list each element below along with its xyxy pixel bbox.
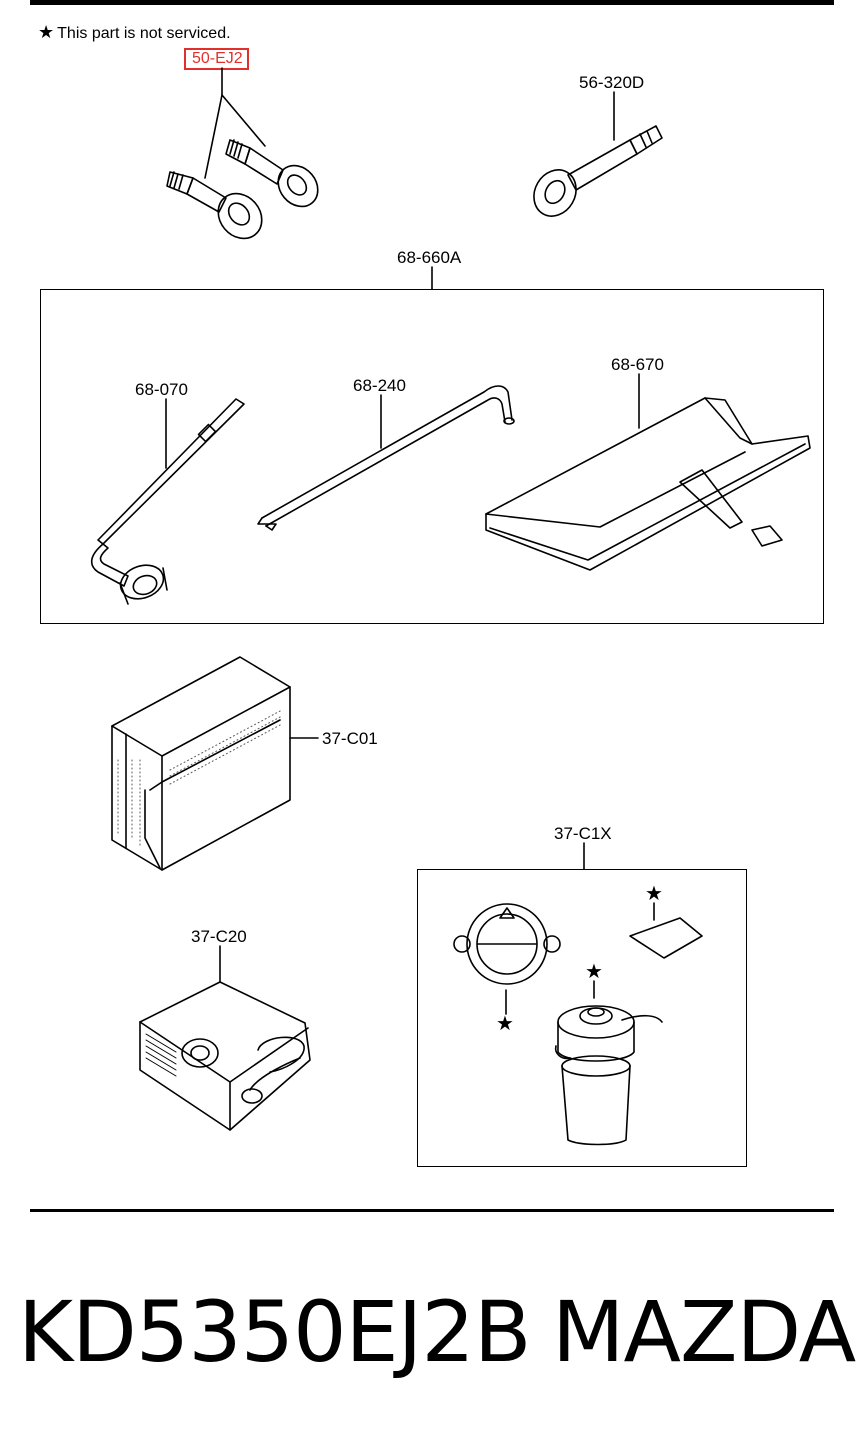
- repair-kit-box-icon[interactable]: [111, 656, 291, 871]
- part-number-title: KD5350EJ2B: [18, 1283, 531, 1381]
- lug-wrench-icon[interactable]: [90, 398, 245, 605]
- part-label-56-320d[interactable]: 56-320D: [579, 73, 645, 92]
- air-compressor-icon[interactable]: [139, 981, 311, 1131]
- sealant-kit-group-box: [417, 869, 747, 1167]
- leader-lines: [165, 67, 655, 1015]
- part-label-68-070[interactable]: 68-070: [135, 380, 188, 399]
- towing-eye-bolt-icon[interactable]: [526, 125, 663, 224]
- repair-kit-box-shading: [117, 709, 283, 846]
- sealant-bottle-icon[interactable]: [554, 1005, 663, 1146]
- part-label-68-660a[interactable]: 68-660A: [397, 248, 462, 267]
- part-label-68-670[interactable]: 68-670: [611, 355, 664, 374]
- star-icon: ★: [38, 22, 55, 42]
- sealant-cap-icon[interactable]: [453, 903, 561, 985]
- star-icon: ★: [496, 1013, 514, 1035]
- towing-eye-bolt-icon[interactable]: [166, 171, 271, 247]
- sticker-label-icon[interactable]: [629, 917, 703, 959]
- towing-eye-bolt-icon[interactable]: [225, 139, 326, 214]
- part-label-68-240[interactable]: 68-240: [353, 376, 406, 395]
- star-icon: ★: [585, 961, 603, 983]
- tool-bag-icon[interactable]: [485, 397, 811, 571]
- part-label-37-c1x[interactable]: 37-C1X: [554, 824, 612, 843]
- not-serviced-note: ★This part is not serviced.: [38, 22, 231, 43]
- part-label-37-c01[interactable]: 37-C01: [322, 729, 378, 748]
- note-text: This part is not serviced.: [57, 25, 231, 42]
- part-label-50-ej2[interactable]: 50-EJ2: [184, 48, 249, 70]
- top-rule: [30, 0, 834, 5]
- star-icon: ★: [645, 883, 663, 905]
- bottom-rule: [30, 1209, 834, 1212]
- air-compressor-vents: [145, 1033, 177, 1077]
- jack-handle-icon[interactable]: [257, 385, 515, 531]
- part-label-37-c20[interactable]: 37-C20: [191, 927, 247, 946]
- brand-name: MAZDA: [552, 1283, 856, 1381]
